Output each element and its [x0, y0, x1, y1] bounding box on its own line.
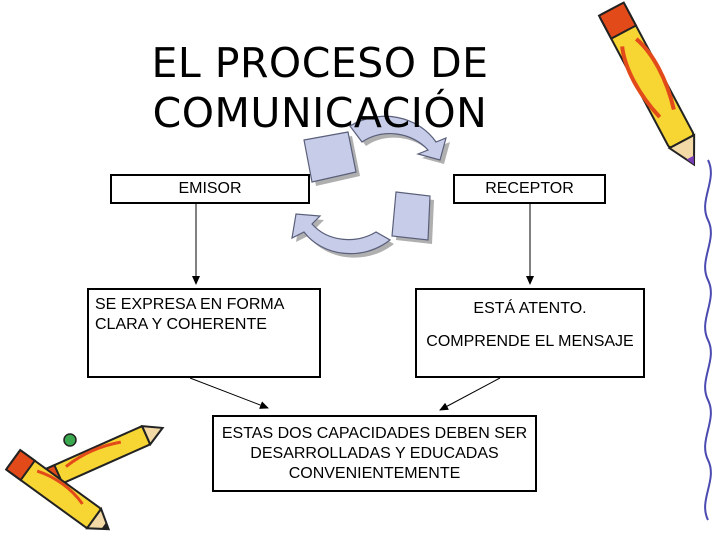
emisor-description-box: SE EXPRESA EN FORMA CLARA Y COHERENTE [87, 288, 321, 378]
eraser-icon [63, 433, 77, 447]
wavy-line-border [704, 159, 712, 521]
result-box: ESTAS DOS CAPACIDADES DEBEN SER DESARROL… [212, 415, 537, 492]
title-line-2: COMUNICACIÓN [152, 89, 488, 137]
receptor-description-box: ESTÁ ATENTO. COMPRENDE EL MENSAJE [415, 288, 645, 378]
emisor-box: EMISOR [110, 174, 310, 204]
page-title: EL PROCESO DE COMUNICACIÓN [110, 38, 530, 138]
recycle-arrows-icon [291, 115, 450, 258]
title-line-1: EL PROCESO DE [151, 39, 489, 87]
receptor-box: RECEPTOR [453, 174, 606, 204]
pencil-icon [4, 448, 111, 531]
pencil-icon [597, 1, 696, 167]
arrow-emisor-to-result [189, 377, 269, 409]
receptor-description-line-1: ESTÁ ATENTO. [473, 300, 587, 317]
receptor-description-line-2: COMPRENDE EL MENSAJE [426, 333, 634, 350]
arrow-receptor-to-result [439, 377, 501, 411]
